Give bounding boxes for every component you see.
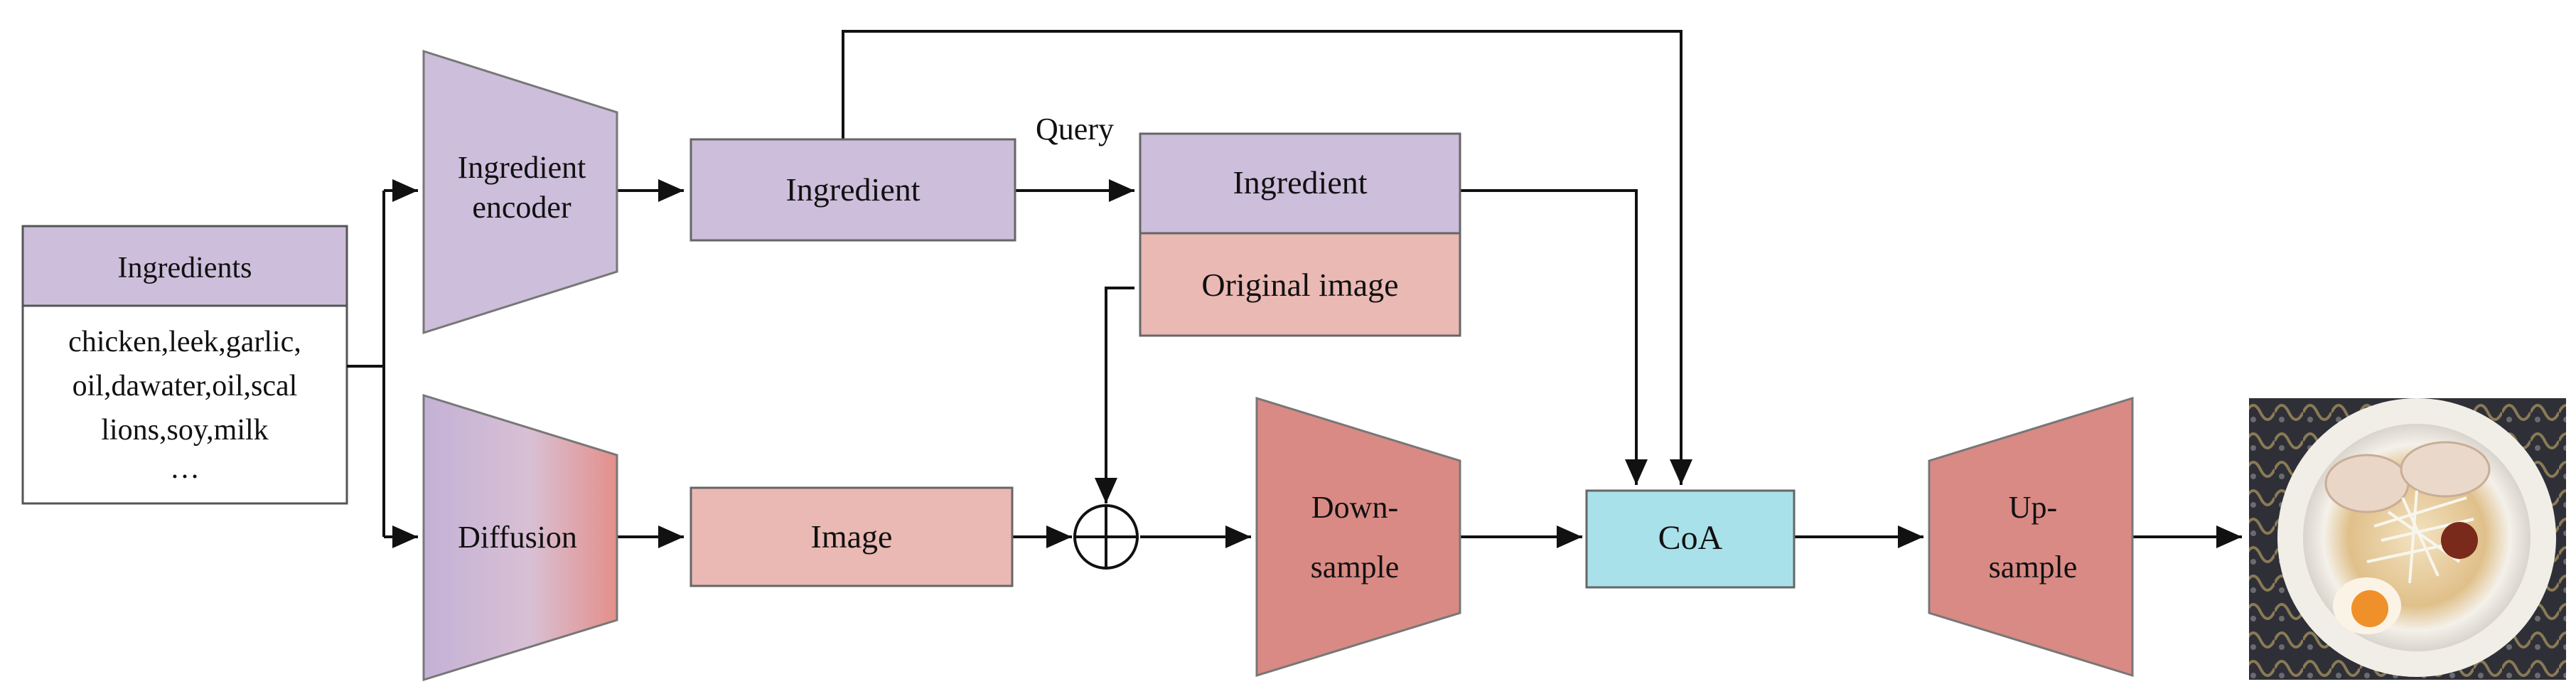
ingredient-encoder-line-1: Ingredient [458, 150, 586, 185]
ingredients-line-4: … [170, 452, 200, 485]
ingredient-encoder-line-2: encoder [472, 190, 571, 225]
pork-slice-1 [2324, 454, 2410, 513]
ingredients-header: Ingredients [118, 252, 252, 284]
image-label: Image [811, 518, 893, 555]
ingredient-block-1: Ingredient [689, 138, 1016, 242]
ingredient-encoder-block: Ingredient encoder [422, 49, 618, 335]
downsample-block: Down- sample [1255, 396, 1461, 678]
coa-shape [1585, 489, 1796, 589]
sum-operator [1073, 504, 1139, 570]
arrow-top-loop [842, 30, 1692, 485]
downsample-line-2: sample [1311, 550, 1400, 584]
ingredient-2-shape [1139, 132, 1461, 235]
downsample-shape [1255, 396, 1461, 678]
ingredients-list-bg [21, 304, 348, 505]
image-block: Image [689, 486, 1014, 587]
arrow-original-to-sum [1095, 287, 1134, 503]
ingredient-encoder-shape [422, 49, 618, 335]
egg-yolk [2351, 590, 2388, 627]
ingredients-header-bg [21, 225, 348, 307]
diffusion-block: Diffusion [422, 393, 618, 682]
diffusion-shape [422, 393, 618, 682]
query-label: Query [1036, 112, 1114, 146]
upsample-shape [1928, 396, 2134, 678]
diffusion-label: Diffusion [458, 520, 577, 555]
coa-label: CoA [1658, 519, 1723, 557]
ingredients-line-1: chicken,leek,garlic, [68, 326, 301, 358]
coa-block: CoA [1585, 489, 1796, 589]
ingredients-line-2: oil,dawater,oil,scal [73, 370, 298, 402]
ingredient-2-label: Ingredient [1233, 164, 1367, 201]
upsample-line-2: sample [1989, 550, 2078, 584]
ingredients-box: Ingredients chicken,leek,garlic, oil,daw… [21, 225, 348, 505]
downsample-line-1: Down- [1311, 490, 1398, 525]
ingredient-1-shape [689, 138, 1016, 242]
ramen-bowl-photo [2249, 398, 2566, 680]
ingredient-1-label: Ingredient [785, 171, 920, 208]
original-image-shape [1139, 232, 1461, 337]
original-image-label: Original image [1201, 267, 1398, 303]
image-shape [689, 486, 1014, 587]
chili-topping [2441, 522, 2478, 559]
pork-slice-2 [2400, 441, 2491, 498]
ingredients-line-3: lions,soy,milk [101, 414, 268, 447]
connectors [347, 30, 2242, 548]
upsample-line-1: Up- [2009, 490, 2057, 525]
upsample-block: Up- sample [1928, 396, 2134, 678]
ingredient-original-stack: Ingredient Original image [1139, 132, 1461, 337]
arrow-ingredient2-to-coa [1460, 189, 1648, 485]
